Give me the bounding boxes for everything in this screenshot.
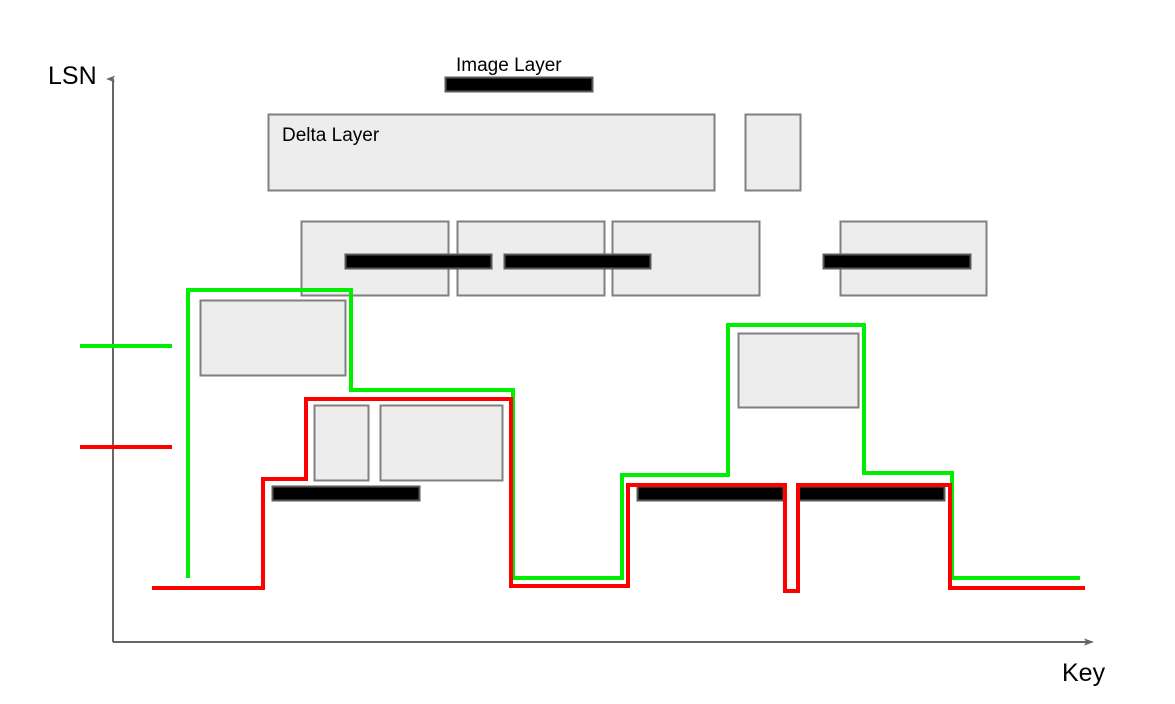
delta-layer-lower-b	[379, 404, 504, 482]
image-layer-row2-b	[503, 253, 652, 270]
image-layer-lower-mid	[636, 485, 785, 502]
image-layer-lower-left	[271, 485, 421, 502]
green-step-line	[186, 288, 1080, 580]
lsn-level-ticks	[80, 344, 172, 449]
axes-group	[113, 79, 1094, 646]
y-axis-label: LSN	[48, 62, 97, 90]
image-layer-lower-right	[797, 485, 946, 502]
red-step-line	[152, 397, 1085, 593]
lsn-step-lines	[152, 288, 1085, 593]
delta-layer-main	[267, 113, 716, 192]
image-layer-title: Image Layer	[456, 55, 562, 76]
image-layer-top	[444, 76, 594, 93]
image-layer-row2-right	[822, 253, 972, 270]
image-layer-row2-a	[344, 253, 493, 270]
delta-layer-right-mid	[737, 332, 860, 409]
delta-layer-main-label: Delta Layer	[282, 125, 380, 146]
delta-layer-left-mid	[199, 299, 347, 377]
image-layer-bars	[271, 76, 972, 502]
delta-layer-boxes: Delta Layer	[199, 113, 988, 482]
delta-layer-small-top-right	[744, 113, 802, 192]
x-axis-label: Key	[1062, 659, 1106, 687]
delta-layer-lower-a	[313, 404, 370, 482]
